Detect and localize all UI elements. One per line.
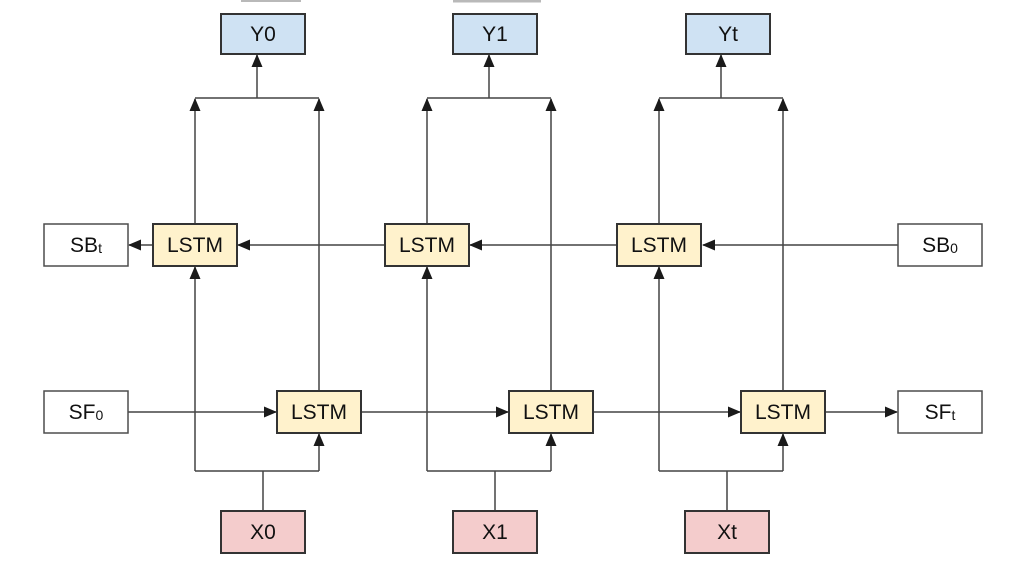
sft-box	[897, 390, 983, 434]
sf0-box	[43, 390, 129, 434]
connectors-column-1	[189, 54, 325, 511]
sf0-label-base: SF	[69, 401, 96, 424]
backward-lstm-3: LSTM	[616, 223, 702, 267]
y1-box	[452, 13, 538, 55]
output-node-yt: Yt	[685, 13, 771, 55]
state-node-sbt: SBt	[43, 223, 129, 267]
input-node-x1: X1	[452, 510, 538, 554]
sf0-label: SF0	[69, 401, 104, 424]
backward-lstm-3-box	[616, 223, 702, 267]
y0-box	[220, 13, 306, 55]
sf0-label-subscript: 0	[96, 407, 104, 423]
sb0-label-subscript: 0	[950, 240, 958, 256]
yt-label: Yt	[718, 23, 738, 46]
yt-box	[685, 13, 771, 55]
x1-label: X1	[482, 521, 508, 544]
sft-label: SFt	[925, 401, 956, 424]
xt-label: Xt	[717, 521, 737, 544]
sft-label-subscript: t	[951, 407, 955, 423]
top-edge-artifact-2	[453, 0, 541, 3]
backward-lstm-2-label: LSTM	[399, 234, 455, 257]
forward-lstm-3-label: LSTM	[755, 401, 811, 424]
x0-label: X0	[250, 521, 276, 544]
forward-lstm-1: LSTM	[276, 390, 362, 434]
backward-lstm-1-label: LSTM	[167, 234, 223, 257]
x0-box	[220, 510, 306, 554]
input-node-xt: Xt	[684, 510, 770, 554]
backward-lstm-2-box	[384, 223, 470, 267]
sb0-box	[897, 223, 983, 267]
sb0-label: SB0	[922, 234, 958, 257]
sbt-label-base: SB	[70, 234, 98, 257]
y0-label: Y0	[250, 23, 276, 46]
output-node-y0: Y0	[220, 13, 306, 55]
sbt-box	[43, 223, 129, 267]
backward-lstm-1: LSTM	[152, 223, 238, 267]
input-node-x0: X0	[220, 510, 306, 554]
forward-lstm-3: LSTM	[740, 390, 826, 434]
top-edge-artifact-1	[241, 0, 301, 2]
forward-lstm-2-box	[508, 390, 594, 434]
forward-lstm-2-label: LSTM	[523, 401, 579, 424]
forward-lstm-2: LSTM	[508, 390, 594, 434]
forward-lstm-3-box	[740, 390, 826, 434]
connectors-column-3	[653, 54, 789, 511]
y1-label: Y1	[482, 23, 508, 46]
sft-label-base: SF	[925, 401, 952, 424]
sb0-label-base: SB	[922, 234, 950, 257]
backward-lstm-1-box	[152, 223, 238, 267]
x1-box	[452, 510, 538, 554]
xt-box	[684, 510, 770, 554]
backward-lstm-3-label: LSTM	[631, 234, 687, 257]
sbt-label-subscript: t	[98, 240, 102, 256]
state-node-sft: SFt	[897, 390, 983, 434]
state-node-sb0: SB0	[897, 223, 983, 267]
connectors-column-2	[421, 54, 557, 511]
forward-lstm-1-box	[276, 390, 362, 434]
state-node-sf0: SF0	[43, 390, 129, 434]
output-node-y1: Y1	[452, 13, 538, 55]
backward-lstm-2: LSTM	[384, 223, 470, 267]
sbt-label: SBt	[70, 234, 102, 257]
forward-lstm-1-label: LSTM	[291, 401, 347, 424]
